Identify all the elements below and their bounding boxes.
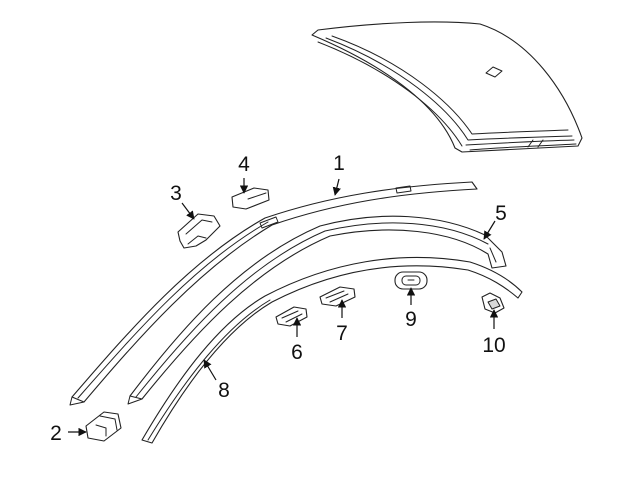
clip-part-4 [231, 187, 270, 210]
callout-7: 7 [336, 322, 348, 345]
bracket-part-3 [177, 213, 221, 249]
roof-panel [311, 21, 583, 153]
clip-part-2 [85, 411, 122, 442]
callout-2: 2 [50, 422, 62, 445]
roof-molding-middle [127, 215, 507, 405]
end-cap-part-10 [481, 292, 505, 314]
grommet-part-9 [394, 271, 428, 290]
callout-5: 5 [495, 202, 507, 225]
roof-molding-outer [69, 181, 478, 406]
callout-10: 10 [482, 334, 505, 357]
callout-6: 6 [291, 341, 303, 364]
callout-3: 3 [170, 182, 182, 205]
clip-part-6 [275, 306, 308, 327]
leader-lines [68, 178, 499, 437]
callout-4: 4 [238, 153, 250, 176]
callout-9: 9 [405, 308, 417, 331]
roof-molding-inner [141, 256, 523, 444]
callout-1: 1 [333, 152, 345, 175]
clip-part-7 [319, 286, 356, 307]
callout-8: 8 [218, 379, 230, 402]
